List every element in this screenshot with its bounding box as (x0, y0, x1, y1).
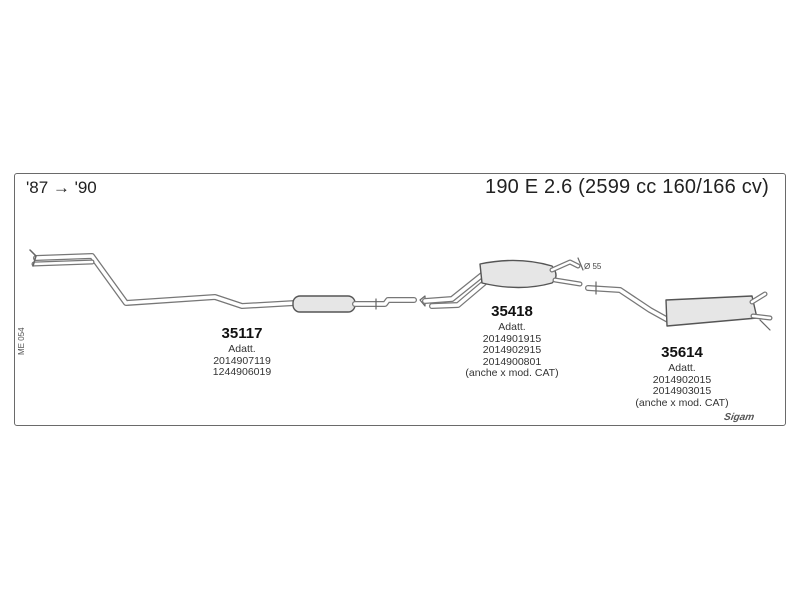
rear-silencer-35614 (585, 281, 773, 331)
vehicle-model: 190 E 2.6 (2599 cc 160/166 cv) (485, 176, 769, 198)
part-line: 2014902915 (482, 344, 542, 356)
part-line: 2014903015 (652, 385, 712, 397)
front-pipe-35117 (29, 249, 417, 313)
part-label-35418: 35418 Adatt. 2014901915 2014902915 20149… (452, 303, 572, 380)
part-line: 1244906019 (212, 366, 272, 378)
middle-silencer-35418 (419, 257, 584, 309)
part-number: 35614 (661, 344, 703, 361)
part-line: (anche x mod. CAT) (465, 367, 559, 379)
part-number: 35418 (491, 303, 533, 320)
part-line: Adatt. (668, 362, 696, 374)
part-line: Adatt. (228, 343, 256, 355)
part-label-35117: 35117 Adatt. 2014907119 1244906019 (192, 325, 292, 379)
part-line: 2014900801 (482, 355, 542, 368)
part-line: 2014902015 (652, 373, 712, 386)
year-range: '87 → '90 (26, 178, 97, 197)
side-code: ME 054 (17, 327, 26, 355)
part-line: 2014907119 (213, 354, 271, 367)
part-line: Adatt. (498, 321, 526, 333)
part-number: 35117 (221, 325, 263, 342)
brand-logo: Sigam (723, 412, 756, 423)
part-label-35614: 35614 Adatt. 2014902015 2014903015 (anch… (622, 344, 742, 409)
part-line: (anche x mod. CAT) (635, 396, 729, 409)
pipe-diameter-label: Ø 55 (584, 262, 602, 271)
part-line: 2014901915 (482, 332, 542, 345)
